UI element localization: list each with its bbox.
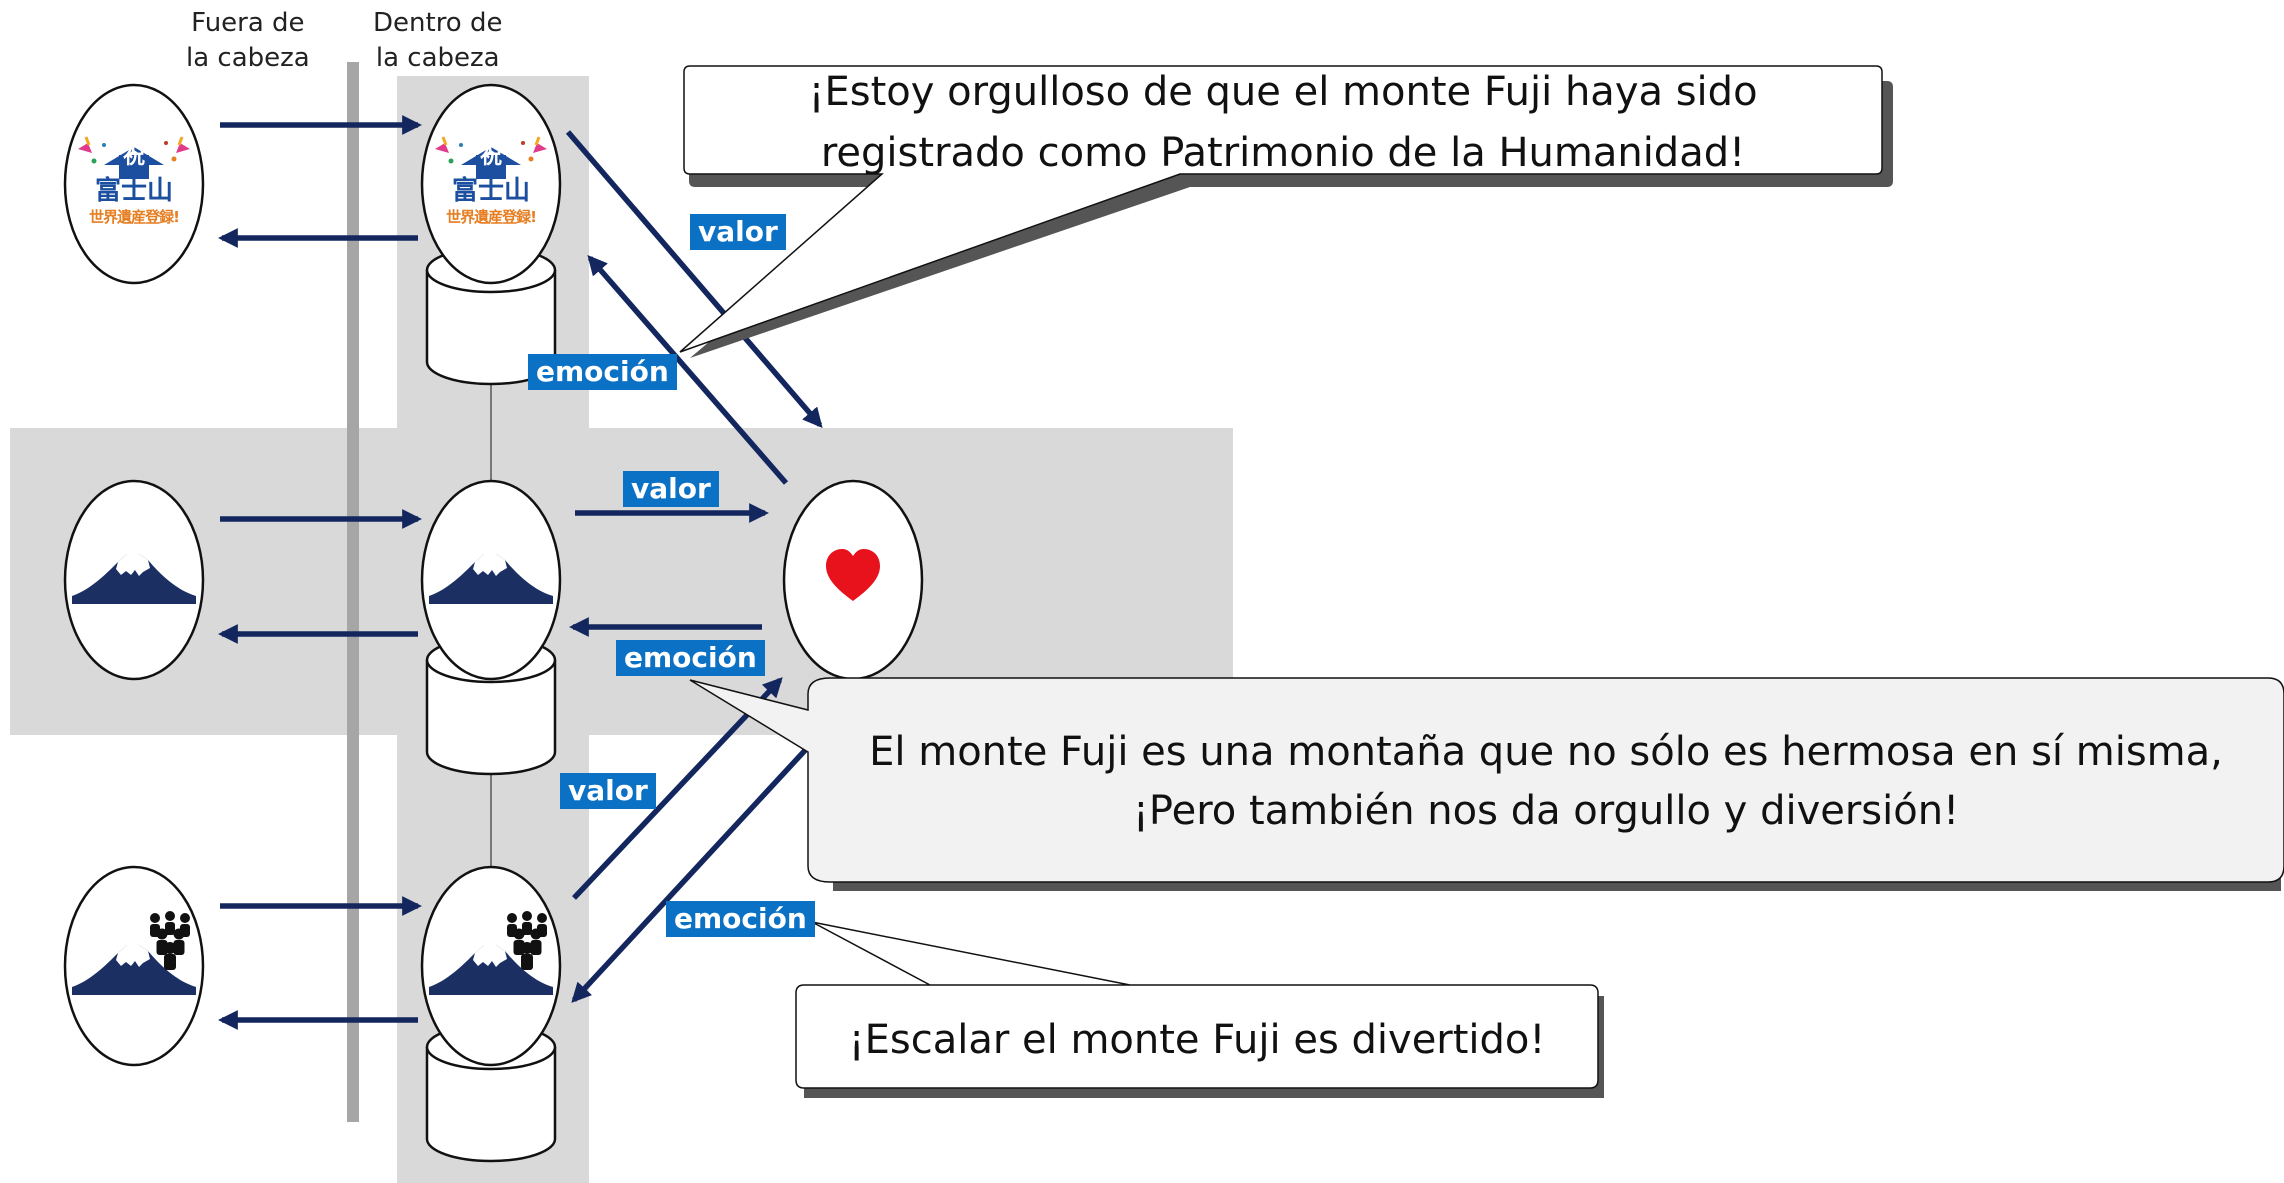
outside-head-header-line1: Fuera de	[191, 8, 305, 38]
callout-middle	[689, 677, 2284, 891]
callout-middle-line2: ¡Pero también nos da orgullo y diversión…	[1132, 788, 1960, 834]
head-boundary-line	[347, 62, 359, 1122]
outside-head-header-line2: la cabeza	[186, 43, 310, 73]
logo-heritage-text: 世界遺産登録!	[89, 208, 180, 226]
callout-middle-line1: El monte Fuji es una montaña que no sólo…	[869, 729, 2223, 775]
callout-bottom-line1: ¡Escalar el monte Fuji es divertido!	[848, 1017, 1546, 1063]
valor-label-top: valor	[690, 214, 786, 250]
inside-head-header: Dentro de la cabeza	[373, 6, 502, 76]
value-arrow	[572, 677, 783, 900]
outside-heritage-oval	[63, 83, 205, 285]
emotion-arrow	[587, 255, 789, 485]
heart-icon	[826, 549, 880, 601]
logo-fujisan-text: 富士山	[451, 176, 530, 206]
callout-top	[679, 65, 1893, 358]
callout-bottom	[795, 921, 1604, 1098]
callout-top-line1: ¡Estoy orgulloso de que el monte Fuji ha…	[808, 69, 1758, 115]
logo-heritage-text: 世界遺産登録!	[446, 208, 537, 226]
emotion-arrow	[571, 730, 825, 1003]
logo-celebrate-text: 祝	[122, 144, 145, 169]
callout-top-text: ¡Estoy orgulloso de que el monte Fuji ha…	[684, 62, 1882, 184]
valor-label-bottom: valor	[560, 773, 656, 809]
callout-top-line2: registrado como Patrimonio de la Humanid…	[820, 130, 1746, 176]
inside-head-header-line2: la cabeza	[375, 43, 500, 73]
inside-head-header-line1: Dentro de	[373, 8, 503, 38]
valor-label-middle: valor	[623, 471, 719, 507]
callout-bottom-text: ¡Escalar el monte Fuji es divertido!	[796, 1010, 1598, 1070]
emocion-label-bottom: emoción	[666, 901, 815, 937]
callout-middle-text: El monte Fuji es una montaña que no sólo…	[808, 723, 2284, 841]
logo-fujisan-text: 富士山	[94, 176, 173, 206]
logo-celebrate-text: 祝	[479, 144, 502, 169]
outside-head-header: Fuera de la cabeza	[186, 6, 310, 76]
emocion-label-top: emoción	[528, 354, 677, 390]
inside-heritage-oval	[420, 83, 562, 285]
emocion-label-middle: emoción	[616, 640, 765, 676]
value-arrow	[565, 130, 823, 429]
